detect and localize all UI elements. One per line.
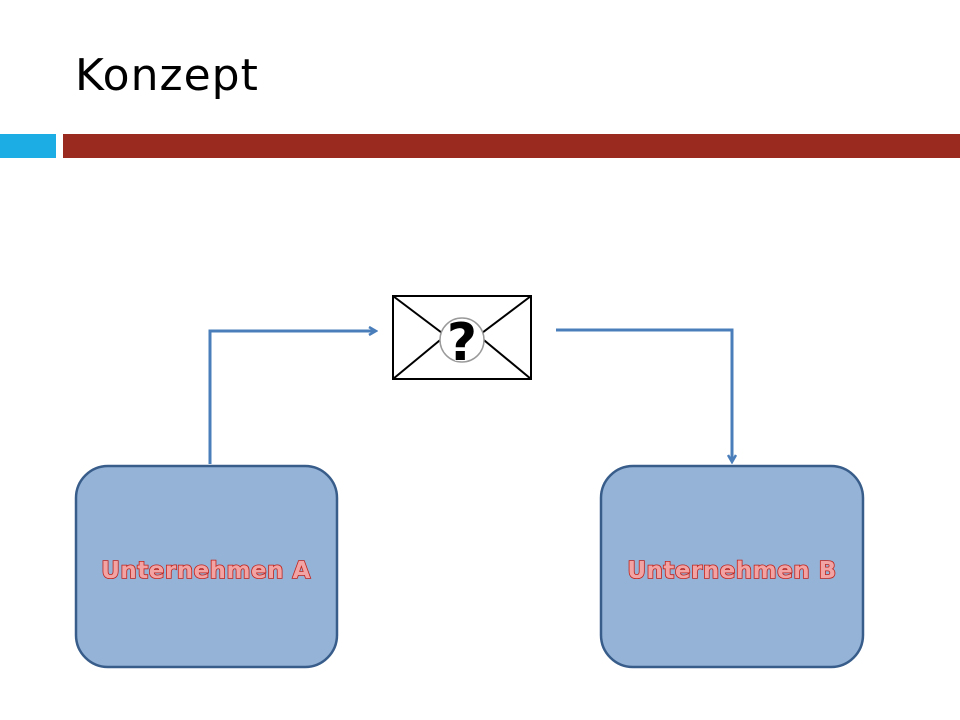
company-label-b: Unternehmen B	[627, 558, 836, 584]
arrow-a-to-envelope	[208, 331, 376, 464]
title-underline-bar	[63, 134, 960, 158]
company-label-a: Unternehmen A	[101, 558, 311, 584]
envelope-question-icon: ?	[392, 295, 532, 380]
company-node-b: Unternehmen B	[599, 464, 865, 669]
company-node-a: Unternehmen A	[74, 464, 339, 669]
title-accent-bar	[0, 134, 56, 158]
slide-title: Konzept	[75, 50, 259, 101]
arrow-envelope-to-b	[556, 328, 732, 462]
envelope-question-mark: ?	[447, 313, 477, 373]
